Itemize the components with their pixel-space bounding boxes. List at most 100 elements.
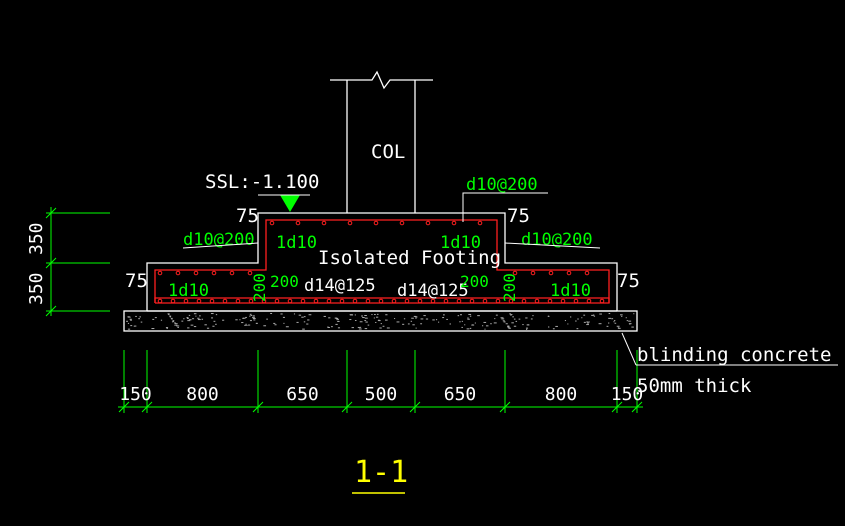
hatch-speck — [362, 317, 365, 319]
hatch-speck — [449, 323, 451, 325]
dim-value-1: 800 — [186, 384, 219, 405]
rebar-dot — [599, 298, 605, 304]
hatch-speck — [134, 325, 137, 327]
hatch-speck — [501, 318, 505, 320]
hatch-speck — [335, 323, 338, 325]
hatch-speck — [575, 320, 577, 322]
rebar-label-1d10-lower-left: 1d10 — [168, 281, 209, 301]
hatch-speck — [412, 324, 415, 326]
hatch-speck — [328, 317, 331, 319]
hatch-speck — [510, 314, 512, 316]
dim-tick — [341, 401, 353, 413]
hatch-speck — [525, 317, 528, 319]
hatch-speck — [435, 319, 438, 321]
hatch-speck — [446, 318, 448, 320]
hatch-speck — [186, 317, 189, 319]
hatch-speck — [168, 314, 170, 316]
blinding-concrete — [123, 310, 638, 332]
rebar-dot — [295, 220, 301, 226]
hatch-speck — [247, 324, 251, 326]
hatch-speck — [174, 324, 176, 326]
hatch-speck — [515, 320, 518, 322]
hatch-speck — [402, 323, 405, 325]
hatch-speck — [165, 327, 169, 329]
hatch-speck — [302, 328, 305, 330]
hatch-speck — [296, 321, 299, 323]
hatch-speck — [386, 327, 390, 329]
hatch-speck — [241, 322, 244, 324]
hatch-speck — [385, 314, 388, 316]
hatch-speck — [173, 320, 175, 322]
hatch-speck — [547, 315, 550, 317]
rebar-dot — [235, 298, 241, 304]
rebar-dot — [417, 298, 423, 304]
column — [330, 70, 433, 213]
rebar-dot — [512, 270, 518, 276]
hatch-speck — [199, 315, 201, 317]
hatch-speck — [425, 318, 429, 320]
hatch-speck — [188, 314, 191, 316]
hatch-speck — [588, 321, 590, 323]
hatch-speck — [170, 317, 173, 319]
dim-value-4: 650 — [444, 384, 477, 405]
blinding-note: blinding concrete 50mm thick — [621, 332, 838, 397]
rebar-dot — [530, 270, 536, 276]
rebar-dot — [183, 298, 189, 304]
hatch-speck — [256, 322, 258, 324]
rebar-dot — [326, 298, 332, 304]
rebar-label-1d10-upper-right: 1d10 — [440, 233, 481, 253]
hatch-speck — [160, 319, 163, 321]
rebar-dot — [430, 298, 436, 304]
hatch-speck — [210, 313, 214, 315]
hatch-speck — [303, 321, 306, 323]
hatch-speck — [293, 313, 296, 315]
rebar-dot — [157, 298, 163, 304]
dim-value-5: 800 — [545, 384, 578, 405]
hatch-speck — [354, 314, 356, 316]
rebar-dot — [399, 220, 405, 226]
hatch-speck — [567, 323, 569, 325]
hatch-speck — [396, 321, 400, 323]
hatch-speck — [483, 321, 487, 323]
dim-75-top-right: 75 — [507, 205, 530, 227]
hatch-speck — [485, 325, 489, 327]
dim-75-left: 75 — [125, 270, 148, 292]
hatch-speck — [494, 318, 496, 320]
hatch-speck — [420, 323, 423, 325]
hatch-speck — [335, 317, 339, 319]
dim-75-right: 75 — [617, 270, 640, 292]
hatch-speck — [206, 327, 210, 329]
hatch-speck — [151, 328, 155, 330]
hatch-speck — [249, 313, 252, 315]
hatch-speck — [273, 322, 276, 324]
rebar-dot — [269, 220, 275, 226]
hatch-speck — [215, 323, 217, 325]
hatch-speck — [511, 322, 514, 324]
hatch-speck — [373, 317, 375, 319]
hatch-speck — [626, 320, 629, 322]
rebar-dot — [560, 298, 566, 304]
vertical-dim-chain — [45, 207, 110, 317]
blinding-hatch — [126, 313, 635, 330]
hatch-speck — [253, 319, 256, 321]
hatch-speck — [423, 315, 426, 317]
hatch-speck — [204, 324, 207, 326]
footing-label: Isolated Footing — [318, 247, 501, 269]
hatch-speck — [174, 322, 176, 324]
hatch-speck — [522, 324, 524, 326]
dim-75-top-left: 75 — [236, 205, 259, 227]
hatch-speck — [469, 315, 472, 317]
hatch-speck — [442, 314, 445, 316]
hatch-speck — [244, 324, 246, 326]
rebar-dot — [508, 298, 514, 304]
rebar-label-top-left: d10@200 — [183, 230, 255, 250]
hatch-speck — [375, 321, 377, 323]
hatch-speck — [500, 317, 504, 319]
dim-value-2: 650 — [286, 384, 319, 405]
hatch-speck — [599, 313, 602, 315]
hatch-speck — [246, 324, 248, 326]
hatch-speck — [280, 313, 283, 315]
rebar-leaders — [182, 192, 601, 249]
hatch-speck — [606, 325, 609, 327]
